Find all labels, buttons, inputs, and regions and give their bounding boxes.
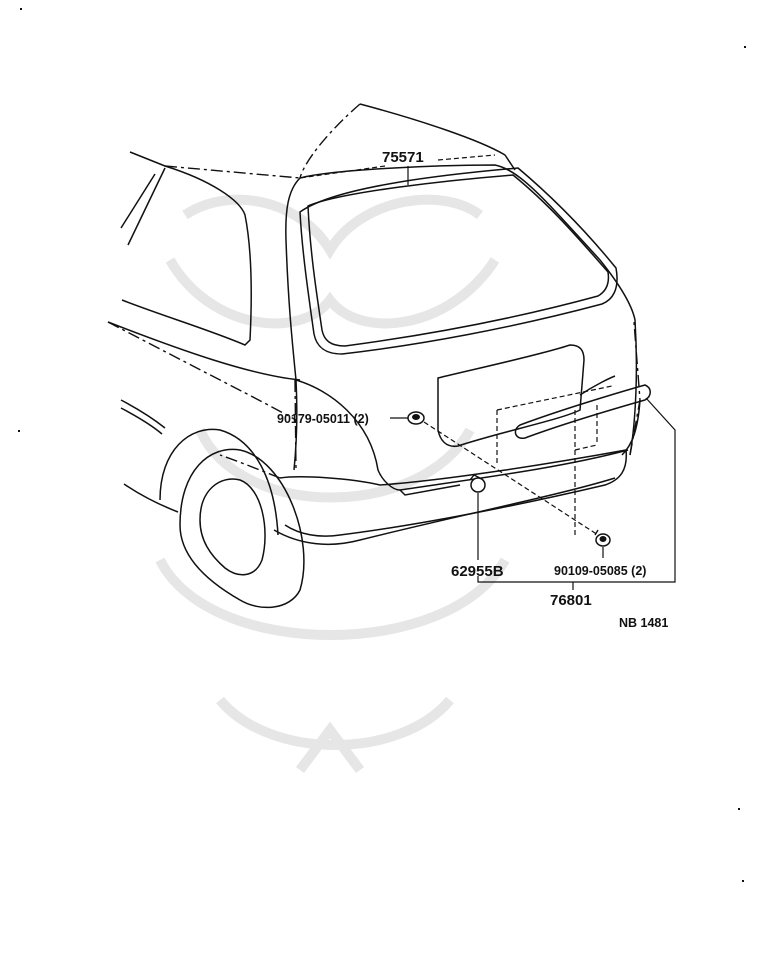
clip-part-number: 62955B [451,563,504,580]
clip-callout: 62955B [451,474,504,580]
clip-icon [469,474,486,493]
drawing-number: NB 1481 [619,616,668,630]
screw-left-icon [407,411,425,425]
weatherstrip-part-number: 75571 [382,149,424,166]
spoiler-callout: 76801 [477,397,676,609]
watermark-emblem [155,194,510,773]
car-body-outline [107,103,641,609]
weatherstrip-callout: 75571 [299,149,496,185]
rear-spoiler [496,375,651,535]
screw-right-part-number: 90109-05085 (2) [554,564,646,578]
screw-left-part-number: 90179-05011 (2) [277,412,369,426]
spoiler-part-number: 76801 [550,592,592,609]
screw-right-icon [594,529,611,547]
screw-left-callout: 90179-05011 (2) [277,411,599,536]
screw-right-callout: 90109-05085 (2) [554,529,646,578]
scan-marks [18,8,746,882]
